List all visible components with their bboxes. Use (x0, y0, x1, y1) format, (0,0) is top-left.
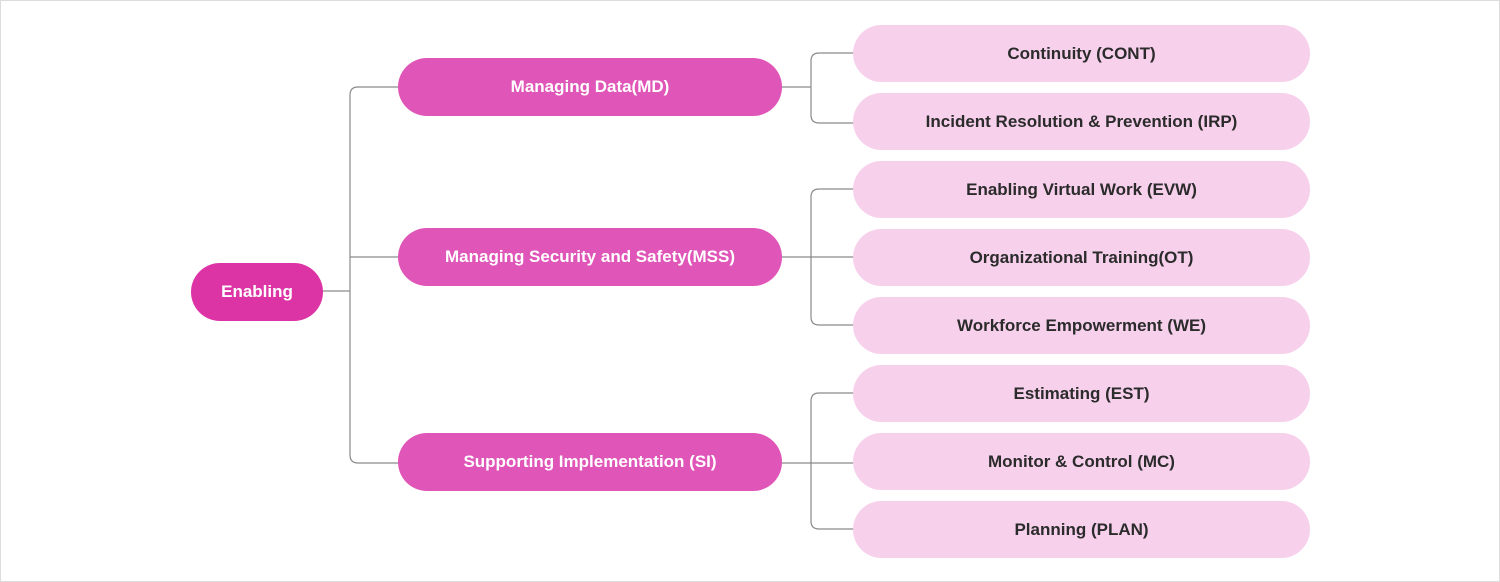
leaf-node-cont[interactable]: Continuity (CONT) (853, 25, 1310, 82)
connector-md-children (782, 52, 854, 124)
leaf-node-est[interactable]: Estimating (EST) (853, 365, 1310, 422)
leaf-node-label: Organizational Training(OT) (969, 247, 1194, 267)
leaf-node-label: Incident Resolution & Prevention (IRP) (925, 111, 1238, 131)
leaf-node-mc[interactable]: Monitor & Control (MC) (853, 433, 1310, 490)
leaf-node-we[interactable]: Workforce Empowerment (WE) (853, 297, 1310, 354)
branch-node-md[interactable]: Managing Data(MD) (398, 58, 782, 116)
leaf-node-label: Enabling Virtual Work (EVW) (966, 179, 1197, 199)
branch-node-si[interactable]: Supporting Implementation (SI) (398, 433, 782, 491)
branch-node-mss[interactable]: Managing Security and Safety(MSS) (398, 228, 782, 286)
connector-root-branches (323, 86, 399, 464)
leaf-node-label: Estimating (EST) (1013, 383, 1150, 403)
leaf-node-label: Planning (PLAN) (1014, 519, 1149, 539)
leaf-node-irp[interactable]: Incident Resolution & Prevention (IRP) (853, 93, 1310, 150)
branch-node-label: Managing Security and Safety(MSS) (445, 247, 735, 266)
root-node-enabling[interactable]: Enabling (191, 263, 323, 321)
branch-node-label: Managing Data(MD) (510, 77, 670, 96)
leaf-node-label: Monitor & Control (MC) (988, 451, 1175, 471)
connector-mss-children (782, 188, 854, 326)
leaf-node-label: Workforce Empowerment (WE) (956, 315, 1207, 335)
connector-si-children (782, 392, 854, 530)
leaf-node-evw[interactable]: Enabling Virtual Work (EVW) (853, 161, 1310, 218)
leaf-node-ot[interactable]: Organizational Training(OT) (853, 229, 1310, 286)
root-node-label: Enabling (221, 282, 293, 301)
leaf-node-plan[interactable]: Planning (PLAN) (853, 501, 1310, 558)
branch-node-label: Supporting Implementation (SI) (463, 452, 717, 471)
leaf-node-label: Continuity (CONT) (1007, 43, 1156, 63)
